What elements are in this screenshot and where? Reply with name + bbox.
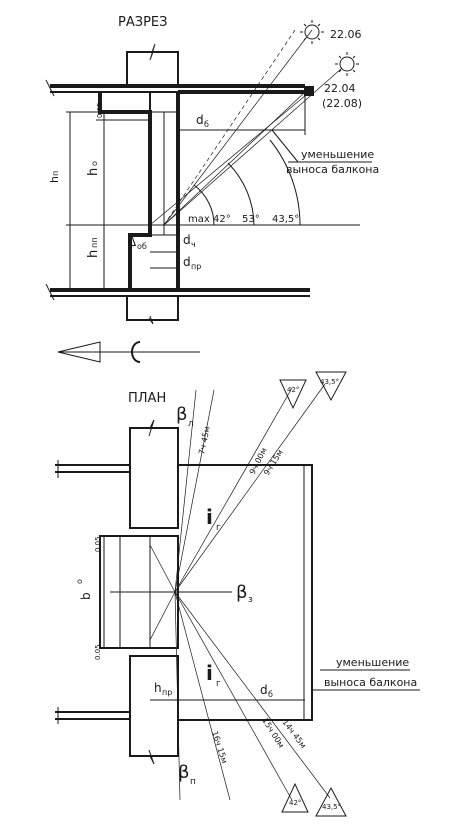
- svg-text:об: об: [137, 242, 147, 251]
- upper-wall: [129, 427, 179, 529]
- svg-text:ч: ч: [191, 240, 196, 249]
- svg-text:h: h: [86, 168, 101, 176]
- sun-icon: [335, 52, 359, 76]
- svg-text:п: п: [190, 777, 196, 787]
- section-note-line1: уменьшение: [301, 148, 374, 161]
- sun1-date: 22.06: [330, 28, 362, 41]
- sun2-date-alt: (22.08): [322, 97, 362, 110]
- svg-text:о: о: [90, 161, 99, 166]
- svg-text:h: h: [48, 176, 61, 183]
- upper-column: [126, 51, 179, 86]
- angle-435-label: 43,5°: [272, 214, 299, 225]
- svg-text:d: d: [183, 233, 191, 247]
- ray-label-6: 16ч 15м: [210, 730, 229, 765]
- delta-label: Δ: [128, 235, 137, 249]
- section-note-line2: выноса балкона: [286, 163, 379, 176]
- angle-arc-43: [269, 139, 301, 226]
- svg-text:пр: пр: [191, 262, 201, 271]
- plan-title: ПЛАН: [128, 391, 166, 406]
- i-g-upper-label: i: [206, 505, 213, 529]
- section-view: РАЗРЕЗ: [45, 15, 379, 363]
- svg-text:0.05: 0.05: [96, 102, 104, 118]
- plan-note-line2: выноса балкона: [324, 676, 417, 689]
- svg-text:h: h: [86, 250, 101, 258]
- ray-label-1: 7ч 45м: [197, 426, 212, 456]
- svg-text:б: б: [268, 690, 273, 699]
- angle-triangle-3: 42°: [281, 782, 309, 813]
- plan-note-line1: уменьшение: [336, 656, 409, 669]
- angle-53-label: 53°: [242, 214, 260, 225]
- svg-text:г: г: [216, 679, 221, 689]
- svg-text:0.05: 0.05: [94, 644, 102, 660]
- lower-wall: [129, 655, 179, 757]
- angle-arc-53: [227, 162, 255, 226]
- sun-ray-22-04: [163, 67, 343, 226]
- angle-triangle-2: 43,5°: [315, 371, 347, 402]
- angle-triangle-1: 42°: [279, 379, 307, 410]
- angle-arc-42: [193, 184, 215, 226]
- svg-text:пр: пр: [162, 688, 172, 697]
- angle-max-label: max 42°: [188, 214, 231, 225]
- svg-text:42°: 42°: [287, 386, 299, 394]
- svg-text:пп: пп: [90, 238, 99, 248]
- svg-text:43,5°: 43,5°: [320, 378, 339, 386]
- svg-text:о: о: [75, 579, 84, 584]
- svg-text:43,5°: 43,5°: [322, 803, 341, 811]
- wall-outline-left: [98, 92, 152, 290]
- sun-icon: [300, 20, 324, 44]
- balcony-outline: [178, 464, 313, 721]
- svg-text:h: h: [154, 681, 162, 695]
- sun2-date: 22.04: [324, 82, 356, 95]
- section-title: РАЗРЕЗ: [118, 15, 167, 30]
- north-arrow-icon: [57, 341, 200, 363]
- svg-text:б: б: [204, 120, 209, 129]
- svg-text:0.05: 0.05: [94, 536, 102, 552]
- beta-p-label: β: [178, 762, 190, 783]
- svg-text:42°: 42°: [289, 799, 301, 807]
- beta-l-label: β: [176, 404, 188, 425]
- svg-text:b: b: [79, 592, 93, 600]
- svg-text:г: г: [216, 523, 221, 533]
- svg-text:з: з: [248, 595, 253, 605]
- svg-text:п: п: [51, 171, 60, 176]
- svg-text:d: d: [183, 255, 191, 269]
- plan-dim-db-label: d: [260, 683, 268, 697]
- svg-text:л: л: [188, 419, 194, 429]
- lower-column: [126, 296, 179, 321]
- beta-z-label: β: [236, 582, 248, 603]
- dim-db-label: d: [196, 113, 204, 127]
- plan-view: ПЛАН β з: [55, 371, 420, 817]
- insolation-rays: [149, 383, 331, 801]
- angle-triangle-4: 43,5°: [315, 786, 347, 817]
- i-g-lower-label: i: [206, 661, 213, 685]
- sun-ray-22-06: [163, 29, 313, 226]
